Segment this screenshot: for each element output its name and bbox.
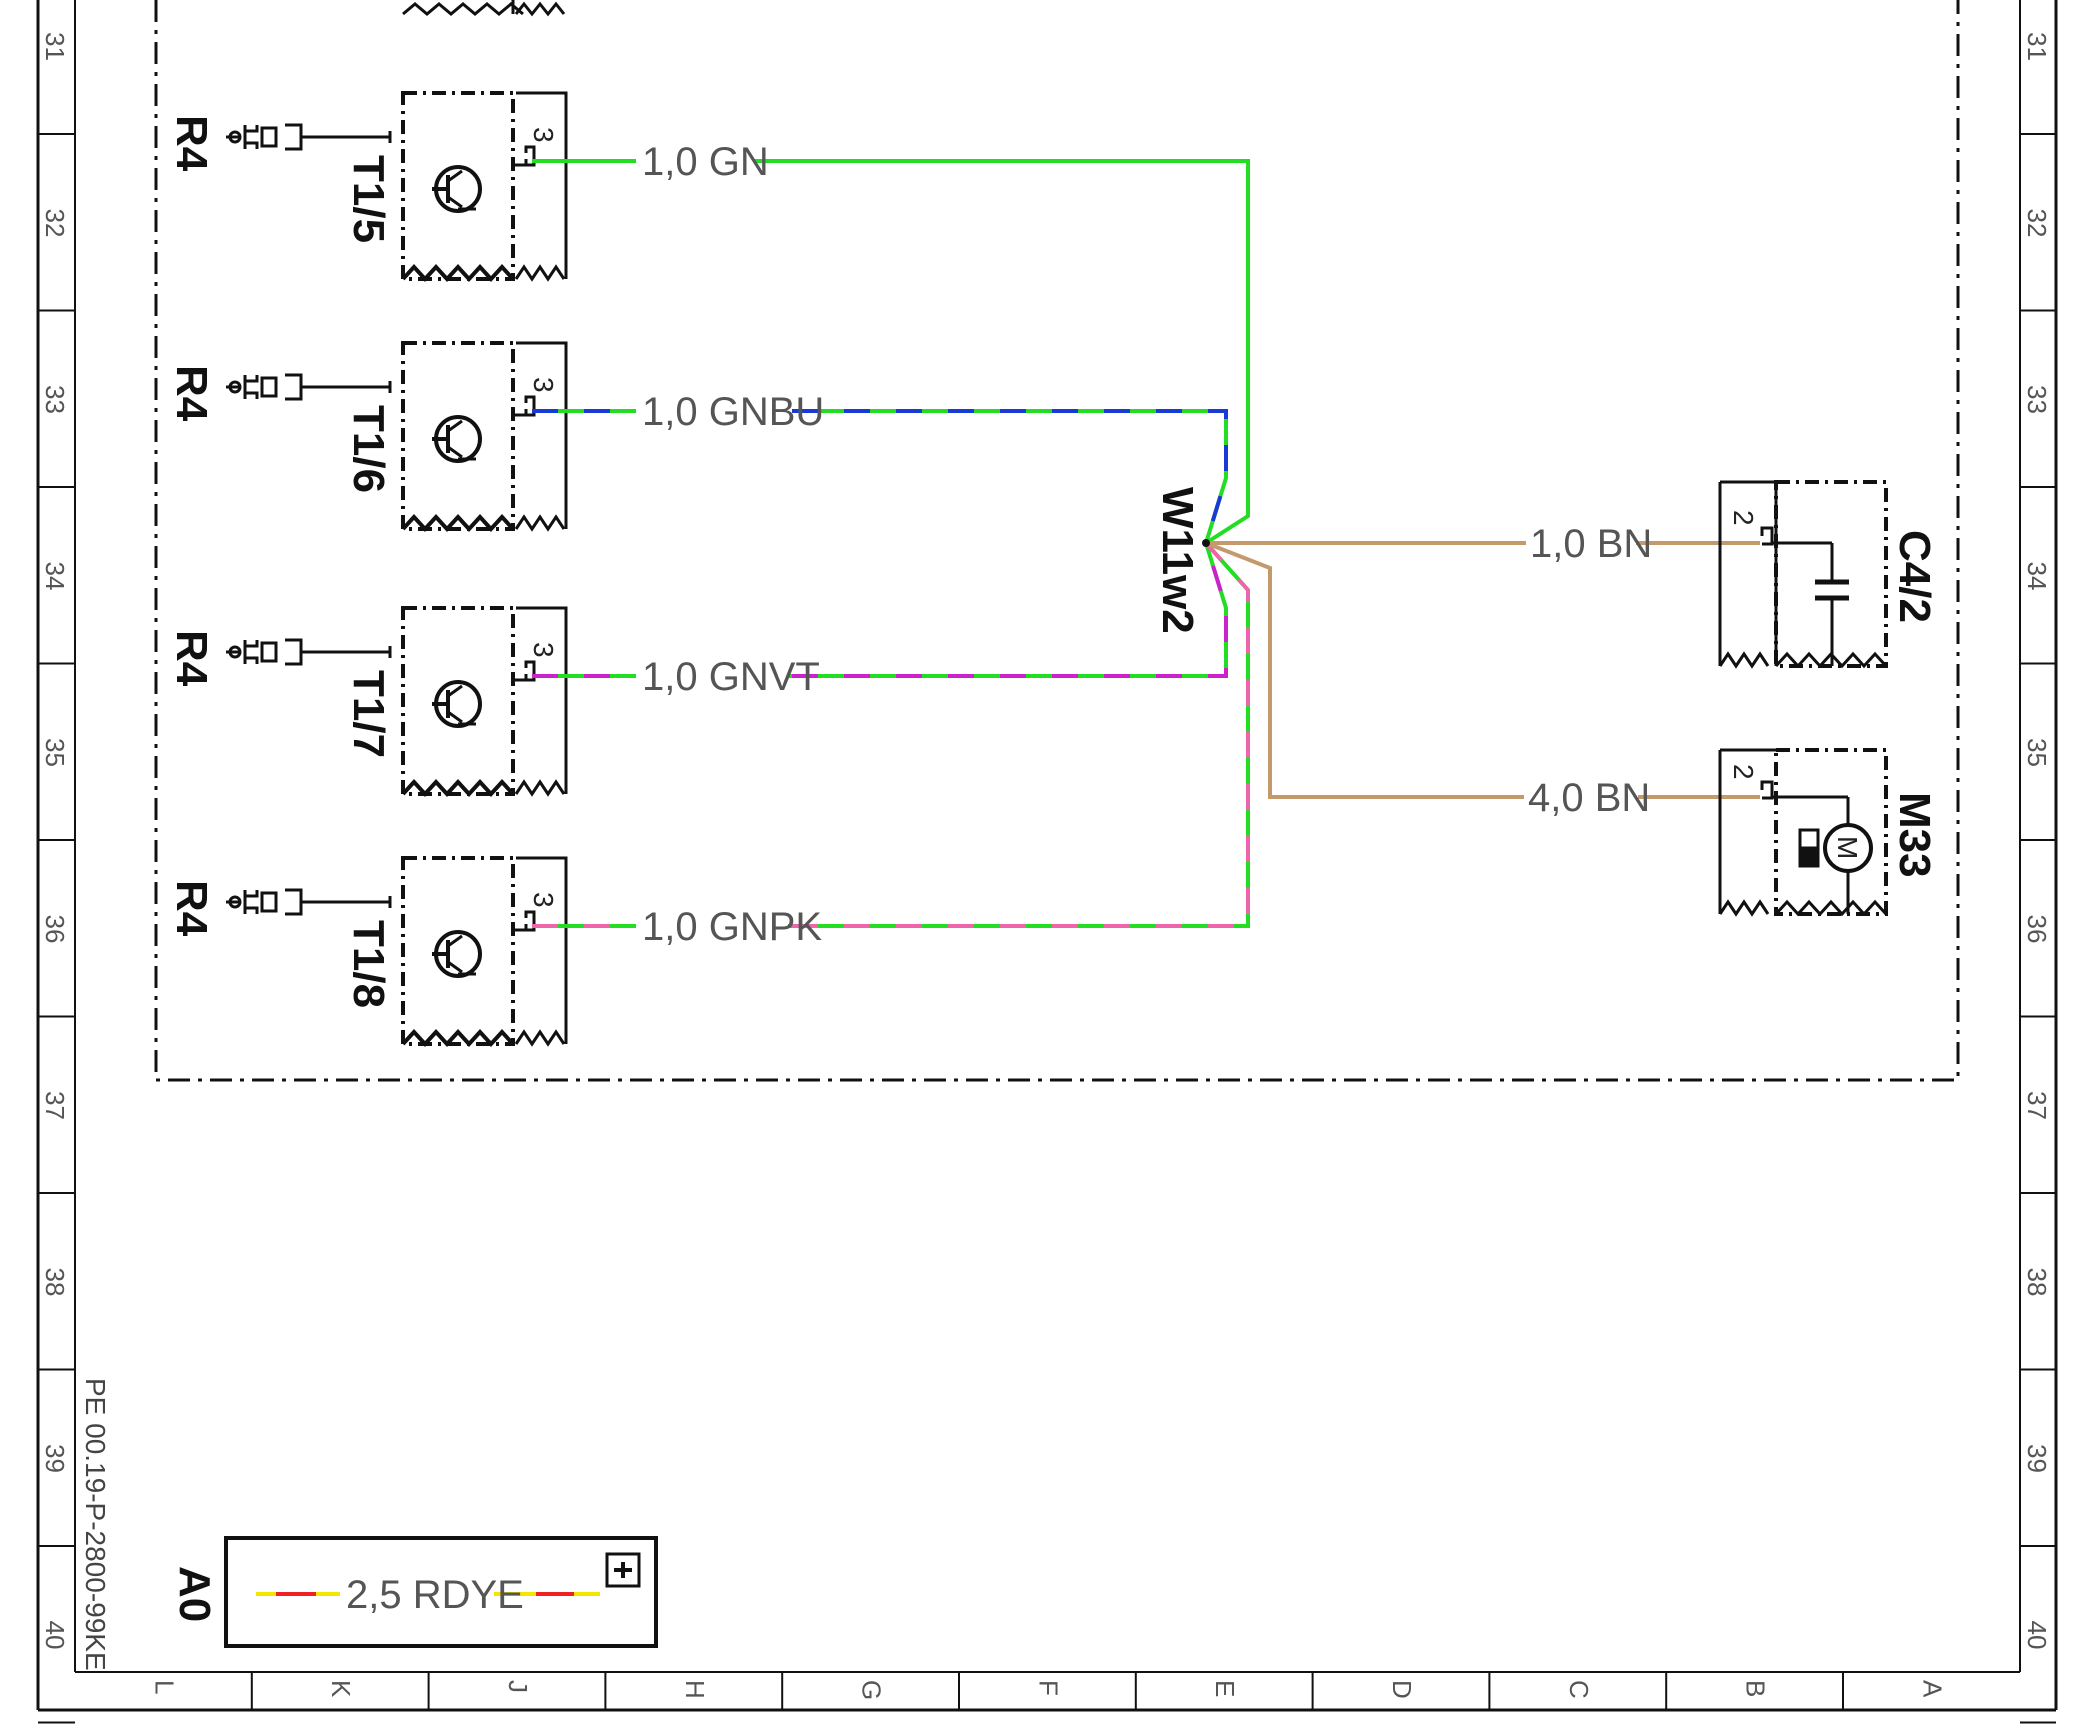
column-letter: J xyxy=(503,1680,533,1693)
row-number-l: 31 xyxy=(40,32,70,61)
row-number-r: 35 xyxy=(2022,738,2052,767)
transistor-ref-label: T1/5 xyxy=(344,155,393,243)
legend-box: 2,5 RDYE xyxy=(224,1536,658,1648)
transistor-ref-label: T1/6 xyxy=(344,405,393,493)
transistor-pin-label: 3 xyxy=(528,127,559,143)
wire-label-gn: 1,0 GN xyxy=(642,140,769,184)
motor-symbol: M xyxy=(1832,836,1863,859)
column-letter: F xyxy=(1033,1680,1063,1696)
column-letter: D xyxy=(1387,1680,1417,1699)
row-number-r: 38 xyxy=(2022,1268,2052,1297)
wire-label-bn-1: 1,0 BN xyxy=(1530,522,1652,566)
resistor-ref-label: R4 xyxy=(167,630,216,687)
row-number-l: 37 xyxy=(40,1091,70,1120)
transistor-pin-label: 3 xyxy=(528,642,559,658)
column-letter: K xyxy=(326,1680,356,1698)
row-number-l: 36 xyxy=(40,915,70,944)
column-letter: H xyxy=(680,1680,710,1699)
wire-label-gnpk: 1,0 GNPK xyxy=(642,905,822,949)
wire-labels: 1,0 GN 1,0 GNBU 1,0 GNVT 1,0 GNPK 1,0 BN… xyxy=(636,136,1652,951)
capacitor-c4-2 xyxy=(1718,480,1888,669)
column-letter: G xyxy=(857,1680,887,1700)
wire-label-bn-4: 4,0 BN xyxy=(1528,776,1650,820)
transistor-ref-label: T1/8 xyxy=(344,920,393,1008)
row-number-r: 37 xyxy=(2022,1091,2052,1120)
control-unit-boundary xyxy=(154,0,1960,1082)
column-letter: C xyxy=(1564,1680,1594,1699)
row-number-l: 33 xyxy=(40,385,70,414)
row-number-r: 32 xyxy=(2022,209,2052,238)
capacitor-pin-label: 2 xyxy=(1728,510,1759,526)
transistor-pin-label: 3 xyxy=(528,377,559,393)
info-icon xyxy=(605,1552,641,1588)
row-number-l: 39 xyxy=(40,1444,70,1473)
wire-label-gnvt: 1,0 GNVT xyxy=(642,655,820,699)
splice-point xyxy=(1202,539,1210,547)
row-number-r: 33 xyxy=(2022,385,2052,414)
row-number-r: 39 xyxy=(2022,1444,2052,1473)
resistor-ref-label: R4 xyxy=(167,880,216,937)
column-letter: L xyxy=(149,1680,179,1694)
row-number-l: 40 xyxy=(40,1621,70,1650)
partial-component-top xyxy=(402,0,566,17)
row-number-l: 34 xyxy=(40,562,70,591)
transistor-ref-label: T1/7 xyxy=(344,670,393,758)
column-letter: B xyxy=(1741,1680,1771,1697)
motor-m33 xyxy=(1718,748,1888,917)
document-number: PE 00.19-P-2800-99KE xyxy=(80,1378,111,1671)
resistor-ref-label: R4 xyxy=(167,365,216,422)
motor-ref-label: M33 xyxy=(1890,792,1939,878)
transistor-pin-label: 3 xyxy=(528,892,559,908)
row-number-l: 35 xyxy=(40,738,70,767)
resistor-ref-label: R4 xyxy=(167,115,216,172)
wire-harness xyxy=(532,159,1760,928)
drawing-frame xyxy=(36,0,2058,1712)
row-number-l: 32 xyxy=(40,209,70,238)
row-number-r: 36 xyxy=(2022,915,2052,944)
row-number-r: 40 xyxy=(2022,1621,2052,1650)
row-number-l: 38 xyxy=(40,1268,70,1297)
splice-label: W11w2 xyxy=(1153,487,1202,634)
legend-wire-label: 2,5 RDYE xyxy=(346,1573,524,1617)
row-number-r: 34 xyxy=(2022,562,2052,591)
wire-label-gnbu: 1,0 GNBU xyxy=(642,390,824,434)
legend-ref-label: A0 xyxy=(170,1566,219,1622)
capacitor-ref-label: C4/2 xyxy=(1890,530,1939,623)
column-letter: E xyxy=(1210,1680,1240,1697)
row-number-r: 31 xyxy=(2022,32,2052,61)
motor-pin-label: 2 xyxy=(1728,764,1759,780)
column-letter: A xyxy=(1917,1680,1947,1698)
